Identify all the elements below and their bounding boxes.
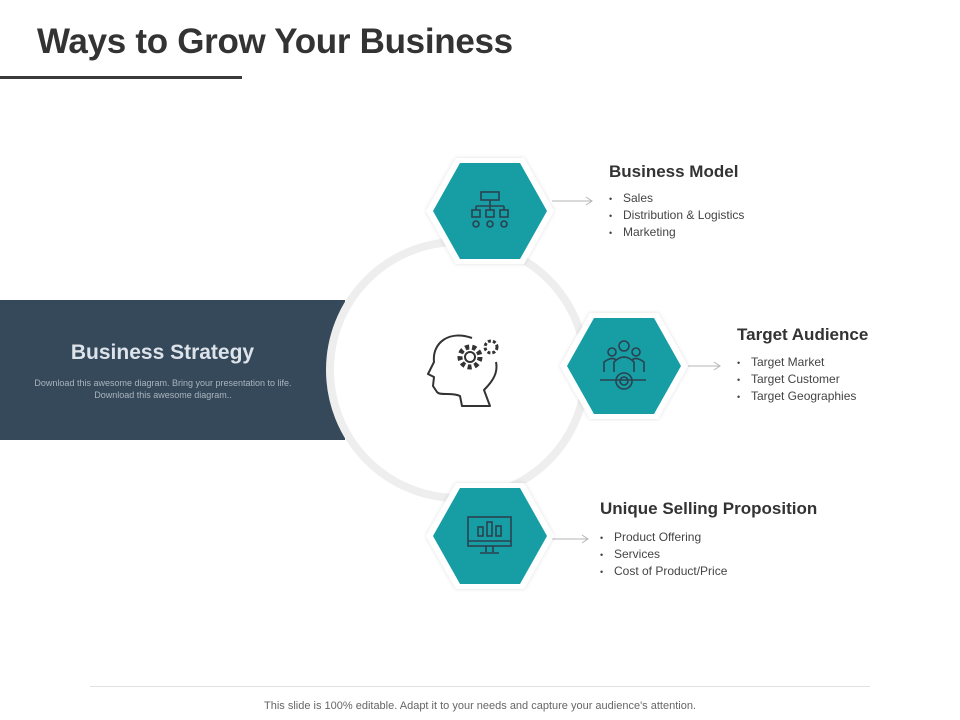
page-title: Ways to Grow Your Business (37, 22, 513, 61)
title-underline (0, 76, 242, 79)
target-audience-icon (600, 340, 646, 390)
strategy-title: Business Strategy (70, 341, 255, 364)
center-circle (326, 238, 590, 502)
strategy-panel (0, 300, 345, 440)
footer-divider (90, 686, 870, 687)
hexagon-target-audience (560, 313, 688, 419)
bullet: Distribution & Logistics (609, 207, 744, 224)
arrows (552, 196, 721, 544)
bullet: Services (600, 546, 817, 563)
monitor-chart-icon (467, 516, 512, 554)
strategy-description: Download this awesome diagram. Bring you… (34, 378, 292, 400)
bullet: Sales (609, 190, 744, 207)
item-target-audience: Target Audience Target Market Target Cus… (737, 325, 868, 405)
bullet: Target Customer (737, 371, 868, 388)
bullet: Marketing (609, 224, 744, 241)
bullet: Cost of Product/Price (600, 563, 817, 580)
bullet: Target Geographies (737, 388, 868, 405)
bullet: Target Market (737, 354, 868, 371)
item-title: Business Model (609, 162, 739, 181)
item-usp: Unique Selling Proposition Product Offer… (600, 499, 817, 580)
hexagon-business-model (426, 158, 554, 264)
hierarchy-icon (471, 191, 509, 228)
footer-note: This slide is 100% editable. Adapt it to… (264, 700, 696, 712)
bullet: Product Offering (600, 529, 817, 546)
item-title: Unique Selling Proposition (600, 499, 818, 518)
item-title: Target Audience (737, 325, 869, 344)
head-gear-icon (427, 334, 499, 407)
item-business-model: Business Model Sales Distribution & Logi… (609, 162, 744, 241)
